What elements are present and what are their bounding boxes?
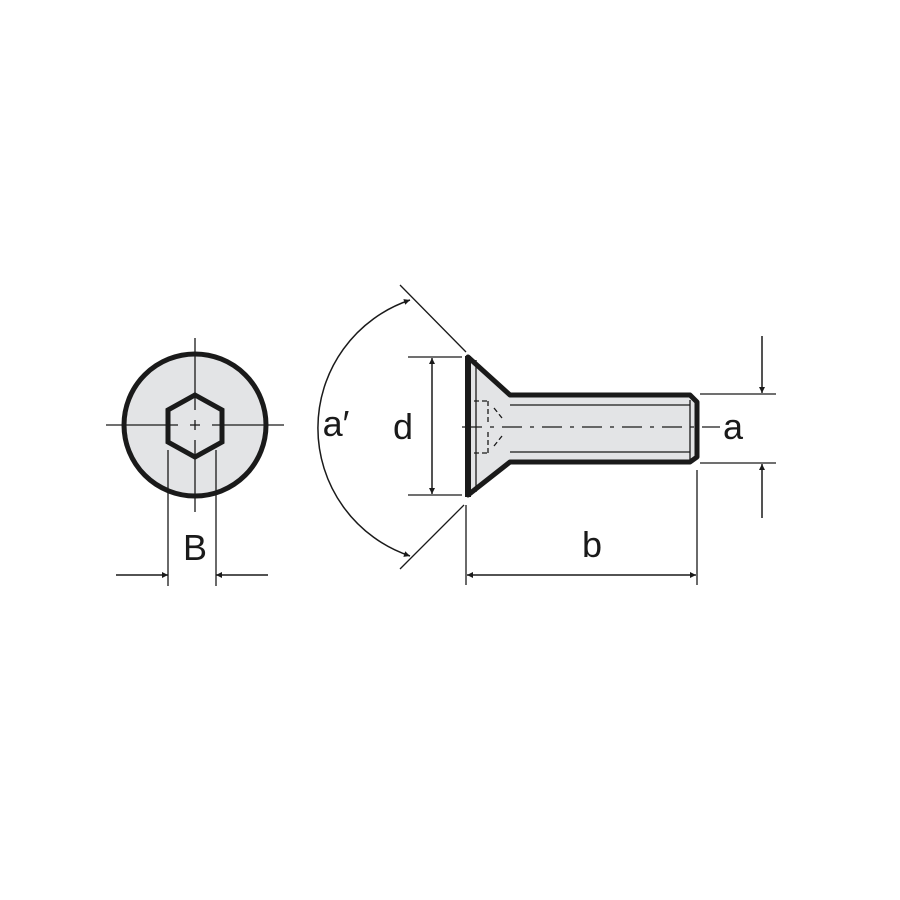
label-head-angle: a′ xyxy=(322,403,350,444)
side-view xyxy=(317,284,776,585)
centerlines xyxy=(106,338,284,586)
label-socket-width: B xyxy=(182,527,208,568)
dimension-lines xyxy=(317,284,776,585)
screw-body xyxy=(465,354,700,498)
label-length: b xyxy=(581,524,603,565)
label-thread-diameter: a xyxy=(722,406,744,447)
top-view xyxy=(106,338,284,586)
label-head-diameter: d xyxy=(392,406,414,447)
